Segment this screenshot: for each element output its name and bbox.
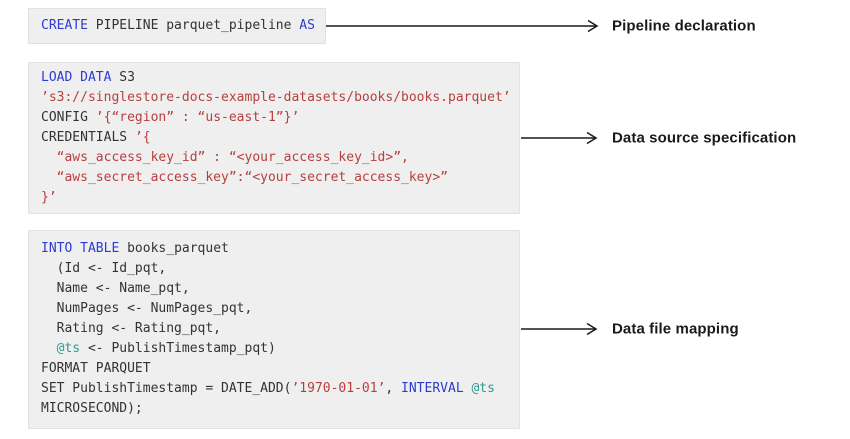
code-token: @ts	[56, 341, 81, 356]
code-line: SET PublishTimestamp = DATE_ADD(’1970-01…	[41, 379, 507, 399]
code-line: NumPages <- NumPages_pqt,	[41, 299, 507, 319]
code-token: ,	[385, 381, 402, 396]
code-token: books_parquet	[119, 241, 229, 256]
annotation-data-source-specification: Data source specification	[612, 129, 797, 147]
code-token: S3	[111, 70, 135, 85]
code-line: Name <- Name_pqt,	[41, 279, 507, 299]
code-token: ’{	[134, 130, 151, 145]
arrow-data-source-specification	[521, 131, 598, 145]
arrowhead-icon	[586, 322, 598, 336]
code-line: LOAD DATA S3	[41, 68, 507, 88]
code-line: MICROSECOND);	[41, 399, 507, 419]
code-line: CREATE PIPELINE parquet_pipeline AS	[41, 16, 315, 36]
code-token: FORMAT PARQUET	[41, 361, 151, 376]
code-token: ’1970-01-01’	[291, 381, 386, 396]
code-token: Name <- Name_pqt,	[41, 281, 190, 296]
code-line: CONFIG ’{“region” : “us-east-1”}’	[41, 108, 507, 128]
code-line: INTO TABLE books_parquet	[41, 239, 507, 259]
code-token: MICROSECOND);	[41, 401, 143, 416]
code-token: ’{“region” : “us-east-1”}’	[95, 110, 300, 125]
arrow-data-file-mapping	[521, 322, 598, 336]
code-token: LOAD DATA	[41, 70, 112, 85]
code-line: @ts <- PublishTimestamp_pqt)	[41, 339, 507, 359]
arrowhead-icon	[587, 19, 599, 33]
code-line: “aws_access_key_id” : “<your_access_key_…	[41, 148, 507, 168]
code-line: (Id <- Id_pqt,	[41, 259, 507, 279]
code-token: }’	[41, 190, 57, 205]
code-token: PIPELINE parquet_pipeline	[87, 18, 300, 33]
code-token: “aws_secret_access_key”:“<your_secret_ac…	[41, 170, 448, 185]
code-block-data-file-mapping: INTO TABLE books_parquet (Id <- Id_pqt, …	[28, 230, 520, 429]
code-token: NumPages <- NumPages_pqt,	[41, 301, 253, 316]
code-line: “aws_secret_access_key”:“<your_secret_ac…	[41, 168, 507, 188]
code-line: CREDENTIALS ’{	[41, 128, 507, 148]
code-token: “aws_access_key_id” : “<your_access_key_…	[41, 150, 409, 165]
code-token: ’s3://singlestore-docs-example-datasets/…	[41, 90, 511, 105]
code-line: ’s3://singlestore-docs-example-datasets/…	[41, 88, 511, 108]
code-token: INTO TABLE	[41, 241, 120, 256]
code-token: CREATE	[41, 18, 88, 33]
code-line: }’	[41, 188, 507, 208]
arrow-pipeline-declaration	[326, 19, 599, 33]
code-token: AS	[299, 18, 315, 33]
code-token: CONFIG	[41, 110, 96, 125]
code-block-data-source-specification: LOAD DATA S3 ’s3://singlestore-docs-examp…	[28, 62, 520, 214]
code-token: SET PublishTimestamp = DATE_ADD(	[41, 381, 292, 396]
code-token: CREDENTIALS	[41, 130, 135, 145]
annotation-data-file-mapping: Data file mapping	[612, 320, 739, 338]
code-token: @ts	[471, 381, 495, 396]
code-block-pipeline-declaration: CREATE PIPELINE parquet_pipeline AS	[28, 8, 326, 44]
annotation-pipeline-declaration: Pipeline declaration	[612, 17, 756, 35]
arrowhead-icon	[586, 131, 598, 145]
code-token: INTERVAL	[401, 381, 464, 396]
code-token: <- PublishTimestamp_pqt)	[80, 341, 276, 356]
code-token: Rating <- Rating_pqt,	[41, 321, 222, 336]
code-line: Rating <- Rating_pqt,	[41, 319, 507, 339]
code-line: FORMAT PARQUET	[41, 359, 507, 379]
code-token	[41, 341, 57, 356]
code-token: (Id <- Id_pqt,	[41, 261, 167, 276]
